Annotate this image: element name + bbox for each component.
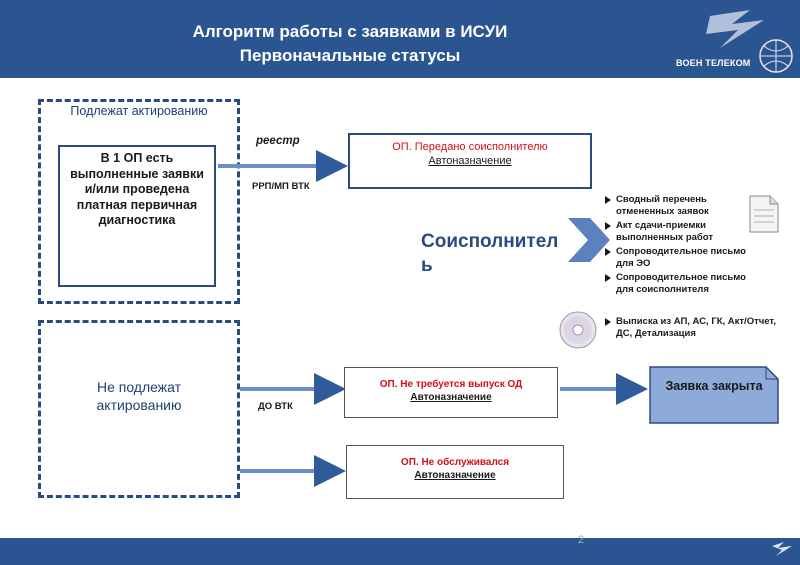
reestr-label: реестр: [256, 135, 300, 147]
footer-logo-icon: [772, 542, 792, 556]
status-box-not-serviced: ОП. Не обслуживался Автоназначение: [346, 445, 564, 499]
page-number: 2: [578, 534, 585, 546]
document-icon: [749, 195, 779, 233]
status-transferred-sub: Автоназначение: [428, 155, 512, 167]
closed-request-label: Заявка закрыта: [665, 379, 763, 393]
chevron-arrow-icon: [568, 218, 610, 262]
document-list: Сводный перечень отмененных заявок Акт с…: [605, 194, 753, 298]
status-not-serviced-sub: Автоназначение: [414, 470, 496, 481]
status-no-release-sub: Автоназначение: [410, 392, 492, 403]
list-item: Сопроводительное письмо для соисполнител…: [605, 272, 753, 296]
status-box-no-release: ОП. Не требуется выпуск ОД Автоназначени…: [344, 367, 558, 418]
do-vtk-label: ДО ВТК: [258, 401, 293, 412]
company-logo-icon: [706, 10, 793, 73]
cd-disk-icon: [559, 311, 597, 349]
non-actionable-group: [38, 320, 240, 498]
list-item: Акт сдачи-приемки выполненных работ: [605, 220, 753, 244]
status-not-serviced-text: ОП. Не обслуживался: [400, 457, 510, 468]
completed-requests-text: В 1 ОП есть выполненные заявки и/или про…: [70, 151, 204, 227]
title-line-2: Первоначальные статусы: [239, 46, 461, 65]
completed-requests-box: В 1 ОП есть выполненные заявки и/или про…: [58, 145, 216, 287]
non-actionable-group-label: Не подлежат актированию: [96, 379, 182, 413]
closed-request-shape: [649, 366, 779, 424]
status-no-release-text: ОП. Не требуется выпуск ОД: [379, 379, 523, 390]
title-line-1: Алгоритм работы с заявками в ИСУИ: [192, 22, 508, 41]
page-title: Алгоритм работы с заявками в ИСУИ Первон…: [110, 20, 590, 68]
list-item: Сводный перечень отмененных заявок: [605, 194, 753, 218]
actionable-group: [38, 99, 240, 304]
status-transferred-text: ОП. Передано соисполнителю: [392, 141, 548, 153]
actionable-group-label: Подлежат актированию: [70, 104, 208, 118]
list-item: Сопроводительное письмо для ЭО: [605, 246, 753, 270]
coexecutor-label: Соисполнитель: [421, 231, 559, 276]
rrp-vtk-label: РРП/МП ВТК: [252, 181, 310, 192]
header-bar: [0, 0, 800, 78]
status-box-transferred: ОП. Передано соисполнителю Автоназначени…: [348, 133, 592, 189]
list-item: Выписка из АП, АС, ГК, Акт/Отчет, ДС, Де…: [605, 316, 780, 340]
footer-bar: [0, 538, 800, 565]
logo-text: ВОЕН ТЕЛЕКОМ: [676, 58, 751, 68]
disk-content-list: Выписка из АП, АС, ГК, Акт/Отчет, ДС, Де…: [605, 316, 780, 342]
